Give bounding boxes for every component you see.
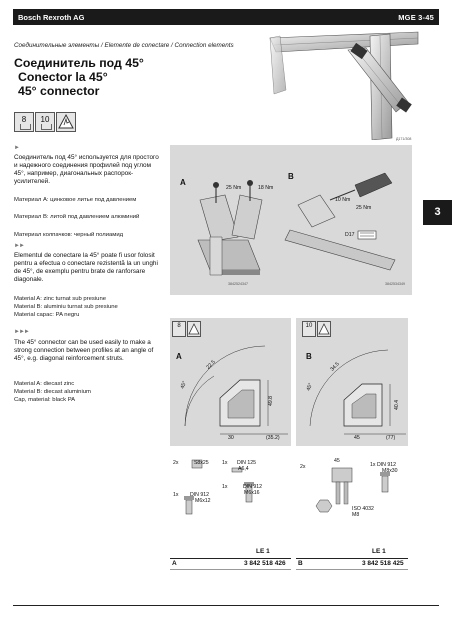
title-en: 45° connector — [18, 84, 100, 98]
description-ro: Elementul de conectare la 45° poate fi u… — [14, 252, 158, 284]
page-title: Соединитель под 45° Conector la 45° 45° … — [14, 56, 144, 98]
part-b-1: 2x — [300, 464, 306, 470]
order-col-header-b: LE 1 — [372, 548, 386, 555]
lang-marker-en: ►►► — [14, 329, 30, 335]
part-a-1: 2x S8x25 — [173, 460, 209, 466]
drawing-a — [184, 345, 288, 435]
torque-a1: 25 Nm — [226, 185, 242, 191]
dim-a-d2: 49.8 — [268, 395, 275, 407]
order-rule — [170, 569, 291, 570]
drawing-a-panel: 8 A 45° 22.5 49.8 30 (35.2) — [170, 318, 291, 446]
hex-key-icon: 10 — [302, 321, 316, 337]
drawing-b — [309, 349, 406, 435]
dim-b-w2: (77) — [386, 435, 396, 441]
dim-b-w1: 45 — [354, 435, 360, 441]
title-ru: Соединитель под 45° — [14, 56, 144, 70]
assembly-panel: A B 25 Nm 18 Nm 10 Nm 25 Nm D17 38425243… — [170, 145, 412, 295]
esd-warning-icon — [317, 321, 331, 337]
brand-name: Bosch Rexroth AG — [18, 13, 85, 22]
order-rule — [170, 558, 291, 559]
product-photo — [240, 30, 420, 141]
drawing-b-panel: 10 B 45° 34.5 40.4 45 (77) — [296, 318, 408, 446]
order-rule — [296, 569, 408, 570]
material-cap-en: Cap, material: black PA — [14, 397, 76, 403]
hex-key-icon: 8 — [14, 112, 34, 132]
photo-code: Д171/308 — [396, 137, 412, 141]
order-row-b-value: 3 842 518 425 — [362, 560, 404, 567]
esd-warning-icon — [187, 321, 201, 337]
material-b-ro: Material B: aluminiu turnat sub presiune — [14, 304, 118, 310]
dim-a-w1: 30 — [228, 435, 234, 441]
material-a-ro: Material A: zinc turnat sub presiune — [14, 296, 107, 302]
assembly-label-b: B — [288, 172, 294, 181]
material-a-en: Material A: diecast zinc — [14, 381, 75, 387]
hex-key-icon: 10 — [35, 112, 55, 132]
material-b-en: Material B: diecast aluminium — [14, 389, 91, 395]
assembly-code-b: 3842534349 — [385, 282, 405, 286]
description-en: The 45° connector can be used easily to … — [14, 339, 154, 363]
section-tab: 3 — [423, 200, 452, 225]
torque-b2: 25 Nm — [356, 205, 372, 211]
drawing-b-label: B — [306, 352, 312, 361]
page-code: MGE 3-45 — [398, 13, 434, 22]
lang-marker-ro: ►► — [14, 243, 25, 249]
material-cap-ru: Материал колпачков: черный полиамид — [14, 232, 124, 238]
order-row-b-label: B — [298, 560, 303, 567]
drawing-a-label: A — [176, 352, 182, 361]
d17-label: D17 — [345, 232, 355, 238]
dim-b-d2: 40.4 — [394, 399, 401, 411]
hex-key-icon: 8 — [172, 321, 186, 337]
torque-a2: 18 Nm — [258, 185, 274, 191]
order-col-header-a: LE 1 — [256, 548, 270, 555]
torque-b1: 10 Nm — [335, 197, 351, 203]
assembly-illustration — [197, 172, 396, 276]
part-b-2: 45 — [334, 458, 340, 464]
order-rule — [296, 558, 408, 559]
material-a-ru: Материал A: цинковое литье под давлением — [14, 197, 137, 203]
material-b-ru: Материал B: литой под давлением алюминий — [14, 214, 140, 220]
breadcrumb: Соединительные элементы / Elemente de co… — [14, 42, 234, 49]
assembly-code-a: 3842524347 — [228, 282, 248, 286]
description-ru: Соединитель под 45° используется для про… — [14, 154, 159, 186]
lang-marker-ru: ► — [14, 145, 20, 151]
esd-warning-icon — [56, 112, 76, 132]
order-row-a-label: A — [172, 560, 177, 567]
footer-rule — [13, 605, 439, 606]
material-cap-ro: Material capac: PA negru — [14, 312, 80, 318]
page-header: Bosch Rexroth AG MGE 3-45 — [13, 9, 439, 25]
order-row-a-value: 3 842 518 426 — [244, 560, 286, 567]
assembly-label-a: A — [180, 178, 186, 187]
title-ro: Conector la 45° — [18, 70, 108, 84]
dim-a-w2: (35.2) — [266, 435, 280, 441]
